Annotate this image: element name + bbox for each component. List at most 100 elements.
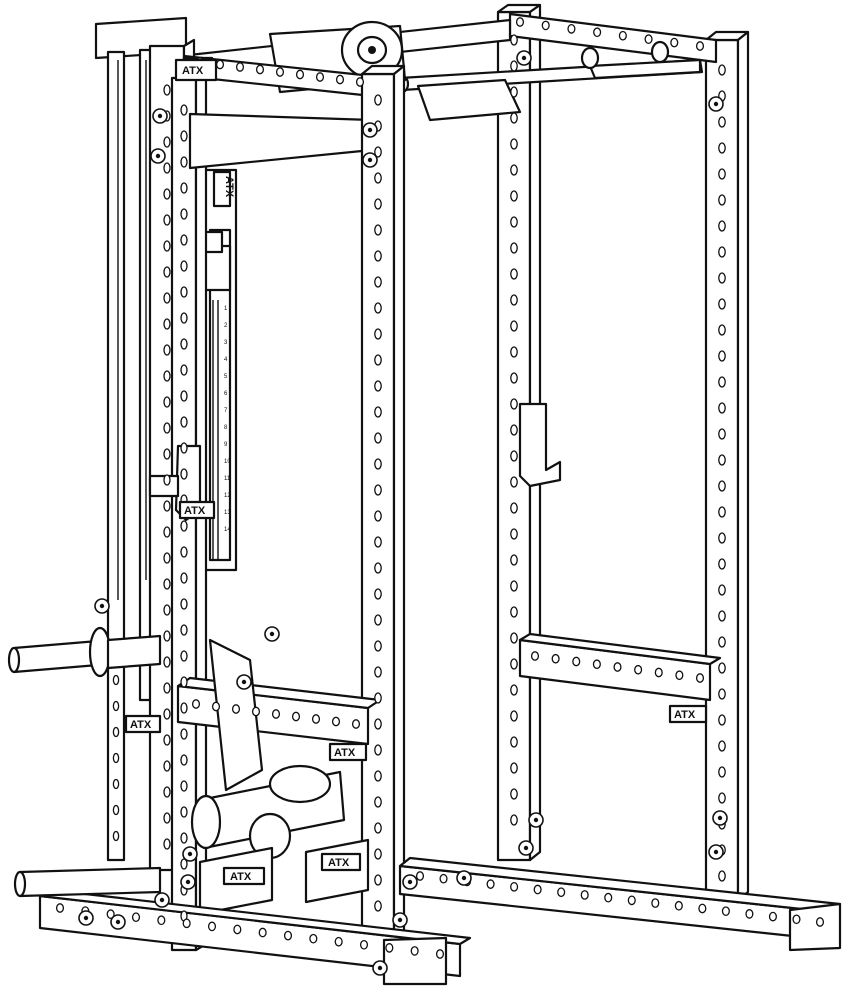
bolt-center [713,101,719,107]
upright-hole [163,214,171,226]
crossmember-hole [533,884,542,895]
crossmember-hole [541,20,550,31]
upright-hole [112,752,120,764]
base-rail-right [398,856,842,952]
crossmember-hole [698,903,707,914]
upright-hole [180,260,188,272]
upright-hole [718,402,726,414]
upright-hole [510,580,518,592]
brand-mark-text: ATX [182,65,204,77]
weight-stack-number: 11 [224,476,231,482]
upright-hole [510,138,518,150]
upright-hole [180,182,188,194]
upright-hole-patterns [55,17,825,959]
upright-hole [510,528,518,540]
upright-hole [718,480,726,492]
upright-hole [180,104,188,116]
brand-mark-text: ATX [223,176,235,198]
upright-hole [510,736,518,748]
bolt-center [367,127,373,133]
upright-hole [374,536,382,548]
bolt-center [523,845,529,851]
weight-stack-number: 9 [224,442,228,448]
crossmember-hole [439,873,448,884]
upright-hole [163,630,171,642]
bolt-center [159,897,165,903]
upright-hole [718,636,726,648]
upright-hole [163,760,171,772]
upright-hole [163,682,171,694]
bolt-center [269,631,275,637]
upright-hole [163,266,171,278]
upright-hole [718,116,726,128]
bolt-center [83,915,89,921]
bolt-center [115,919,121,925]
crossmember-hole [355,77,365,87]
crossmember-hole [309,933,318,944]
crossmember-hole [271,709,281,719]
upright-hole [163,578,171,590]
upright-hole [510,34,518,46]
upright-hole [510,450,518,462]
upright-hole [163,292,171,304]
weight-stack-number: 3 [224,340,228,346]
brand-plate-left-lower: ATX [124,714,162,734]
weight-stack-number: 5 [224,374,228,380]
crossmember-hole [291,711,301,722]
upright-hole [718,168,726,180]
brand-plate-footplate-right: ATX [320,852,362,872]
upright-hole [718,454,726,466]
upright-hole [163,604,171,616]
bolt-fasteners [78,50,728,976]
bolt-center [533,817,539,823]
leg-roller-assembly [190,638,346,860]
bolt-center [461,875,467,881]
crossmember-hole [486,879,495,889]
bolt-center [241,679,247,685]
upright-hole [718,350,726,362]
upright-hole [374,302,382,314]
upright-hole [718,194,726,206]
crossmember-hole [593,27,602,38]
bolt-center [377,965,383,971]
upright-hole [374,770,382,782]
crossmember-hole [745,909,754,919]
crossmember-hole [311,714,321,724]
upright-hole [718,610,726,622]
upright-hole [180,832,188,844]
upright-hole [374,172,382,184]
upright-hole [718,220,726,232]
crossmember-hole [670,37,679,48]
crossmember-hole [331,716,341,727]
crossmember-hole [510,881,519,892]
crossmember-hole [334,936,343,947]
upright-hole [718,298,726,310]
upright-hole [510,606,518,618]
weight-stack-number: 1 [224,306,228,312]
upright-hole [510,788,518,800]
upright-hole [374,380,382,392]
upright-hole [180,780,188,792]
upright-hole [112,674,120,686]
upright-hole [718,532,726,544]
upright-hole [718,64,726,76]
crossmember-hole [251,706,261,717]
brand-plate-safety: ATX [328,742,368,762]
upright-hole [374,796,382,808]
upright-hole [374,822,382,834]
crossmember-hole [572,656,581,667]
brand-mark-text: ATX [674,709,696,721]
upright-hole [718,142,726,154]
upright-hole [374,432,382,444]
crossmember-hole [235,62,245,72]
upright-hole [510,86,518,98]
upright-hole [163,344,171,356]
weight-stack-number: 13 [224,510,231,516]
upright-hole [180,806,188,818]
crossmember-hole [551,653,560,664]
upright-hole [163,734,171,746]
upright-hole [510,814,518,826]
crossmember-hole [359,939,369,950]
upright-hole [718,766,726,778]
bolt-center [521,55,527,61]
